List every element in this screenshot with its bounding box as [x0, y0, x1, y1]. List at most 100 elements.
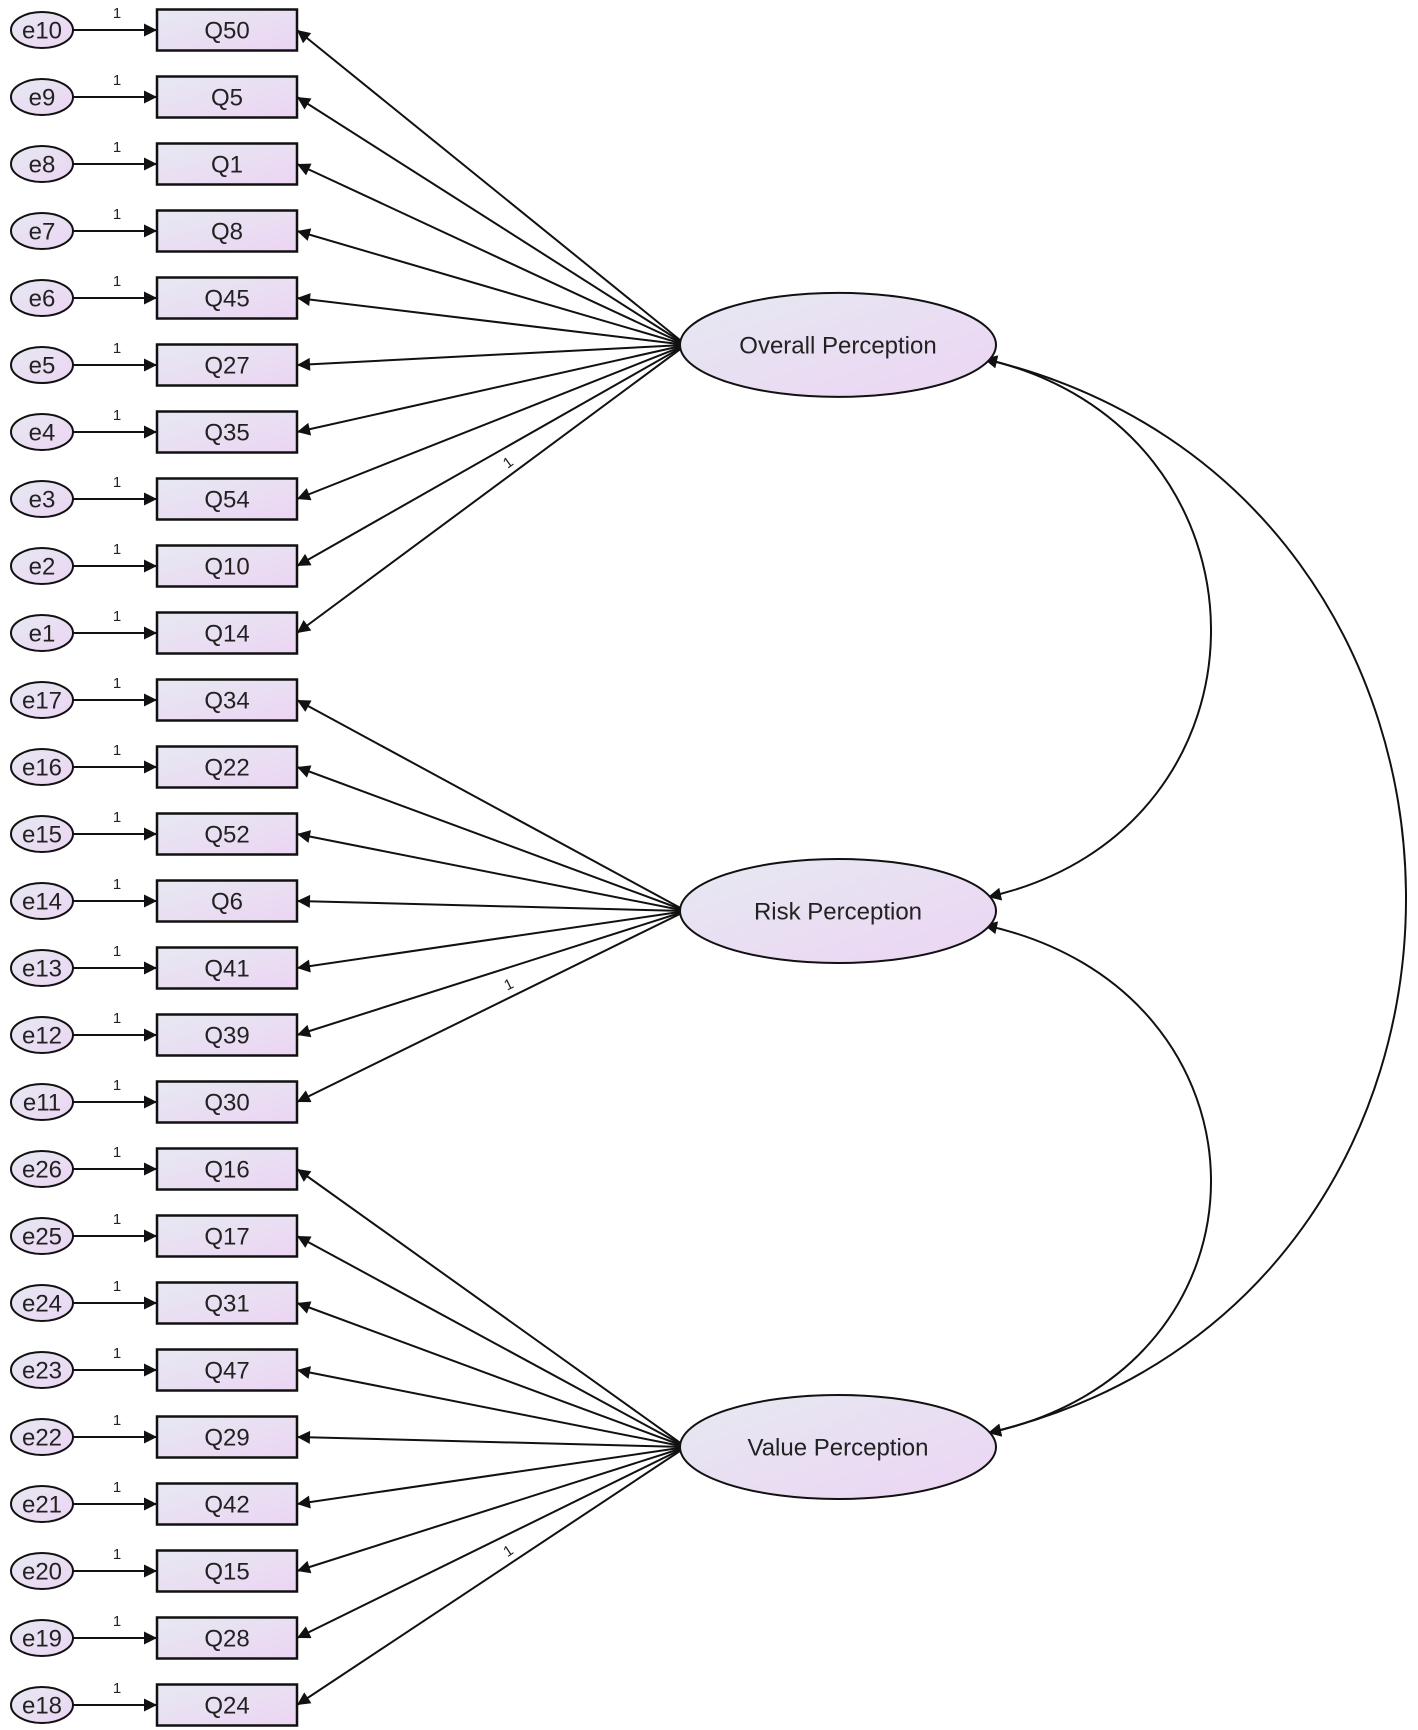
loading-path — [296, 910, 687, 973]
indicator-label: Q16 — [204, 1157, 249, 1184]
indicator-label: Q22 — [204, 755, 249, 782]
loading-path — [296, 163, 687, 346]
indicator-label: Q15 — [204, 1559, 249, 1586]
error-node — [10, 11, 74, 49]
error-node-label: e4 — [29, 420, 56, 447]
error-path-label: 1 — [113, 742, 121, 759]
indicator-box — [155, 812, 299, 856]
indicator-box — [155, 1281, 299, 1325]
loading-path — [296, 910, 687, 1103]
indicator-box — [155, 946, 299, 990]
indicator-box — [155, 1013, 299, 1057]
error-node — [10, 145, 74, 183]
error-node-label: e7 — [29, 219, 56, 246]
indicator-label: Q50 — [204, 18, 249, 45]
indicator-label: Q35 — [204, 420, 249, 447]
indicator-label: Q34 — [204, 688, 249, 715]
error-path-label: 1 — [113, 541, 121, 558]
loading-path — [296, 96, 687, 346]
latent-factor-label: Value Perception — [747, 1435, 928, 1462]
error-path-label: 1 — [113, 1412, 121, 1429]
error-node-label: e22 — [22, 1425, 62, 1452]
error-path-label: 1 — [113, 1010, 121, 1027]
error-path-label: 1 — [113, 139, 121, 156]
loading-path — [296, 1366, 687, 1448]
indicator-box — [155, 142, 299, 186]
loading-path — [296, 1446, 687, 1639]
indicator-label: Q5 — [211, 85, 243, 112]
loading-path — [296, 1446, 687, 1574]
error-node — [10, 882, 74, 920]
error-node — [10, 1016, 74, 1054]
error-node — [10, 547, 74, 585]
error-node-label: e16 — [22, 755, 62, 782]
error-node-label: e9 — [29, 85, 56, 112]
indicator-box — [155, 209, 299, 253]
loading-path — [296, 343, 687, 436]
error-path-label: 1 — [113, 1278, 121, 1295]
indicator-box — [155, 75, 299, 119]
error-node — [10, 1217, 74, 1255]
indicator-box — [155, 1482, 299, 1526]
indicator-box — [155, 8, 299, 52]
error-path-label: 1 — [113, 1345, 121, 1362]
loading-path — [296, 765, 687, 912]
error-node — [10, 1150, 74, 1188]
indicator-box — [155, 611, 299, 655]
error-node — [10, 212, 74, 250]
indicator-box — [155, 745, 299, 789]
error-node-label: e8 — [29, 152, 56, 179]
loading-path — [296, 1168, 687, 1448]
error-node — [10, 1552, 74, 1590]
indicator-label: Q27 — [204, 353, 249, 380]
error-node-label: e12 — [22, 1023, 62, 1050]
indicator-label: Q24 — [204, 1693, 249, 1720]
error-path-label: 1 — [113, 943, 121, 960]
error-path-label: 1 — [113, 407, 121, 424]
error-path-label: 1 — [113, 876, 121, 893]
error-node-label: e17 — [22, 688, 62, 715]
indicator-box — [155, 1683, 299, 1727]
indicator-label: Q8 — [211, 219, 243, 246]
indicator-label: Q14 — [204, 621, 249, 648]
error-node-label: e5 — [29, 353, 56, 380]
loading-path — [296, 344, 687, 567]
error-node — [10, 413, 74, 451]
error-node — [10, 949, 74, 987]
error-node-label: e10 — [22, 18, 62, 45]
indicator-box — [155, 1348, 299, 1392]
loading-path — [296, 894, 687, 912]
indicator-label: Q47 — [204, 1358, 249, 1385]
loading-path — [296, 228, 687, 346]
error-node-label: e26 — [22, 1157, 62, 1184]
indicator-box — [155, 477, 299, 521]
error-node-label: e18 — [22, 1693, 62, 1720]
loading-path — [296, 699, 687, 912]
latent-factor-label: Overall Perception — [739, 332, 936, 359]
error-node — [10, 1284, 74, 1322]
error-path-label: 1 — [113, 1144, 121, 1161]
error-node — [10, 279, 74, 317]
error-path-label: 1 — [113, 340, 121, 357]
loading-path — [296, 1235, 687, 1448]
indicator-label: Q31 — [204, 1291, 249, 1318]
error-path-label: 1 — [113, 1077, 121, 1094]
error-node — [10, 614, 74, 652]
loading-path — [296, 1446, 687, 1706]
error-node-label: e13 — [22, 956, 62, 983]
fixed-loading-label: 1 — [501, 975, 516, 994]
indicator-box — [155, 343, 299, 387]
error-path-label: 1 — [113, 1211, 121, 1228]
latent-factor-label: Risk Perception — [754, 899, 922, 926]
error-node-label: e2 — [29, 554, 56, 581]
error-node — [10, 681, 74, 719]
latent-factor-overall — [679, 291, 997, 398]
indicator-box — [155, 1415, 299, 1459]
indicator-label: Q30 — [204, 1090, 249, 1117]
error-node — [10, 1619, 74, 1657]
error-node-label: e19 — [22, 1626, 62, 1653]
error-path-label: 1 — [113, 1613, 121, 1630]
loading-path — [296, 343, 687, 501]
error-node — [10, 815, 74, 853]
